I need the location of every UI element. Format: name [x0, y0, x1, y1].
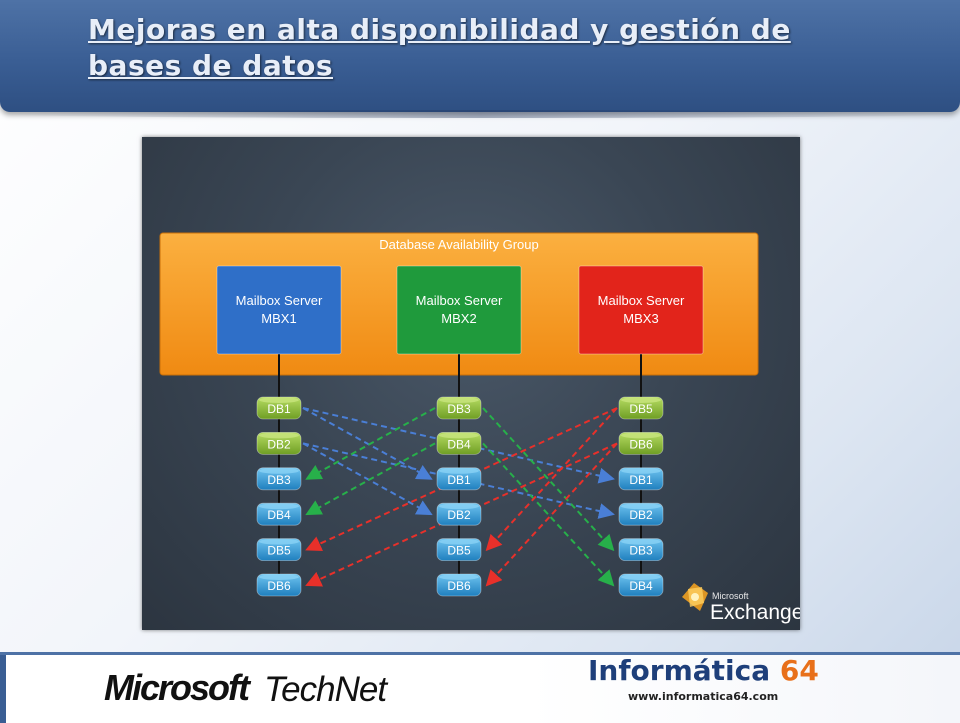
database-db3-col3: DB3	[618, 538, 664, 562]
database-top	[439, 467, 479, 474]
server-name: MBX2	[441, 311, 476, 326]
database-db4-col2: DB4	[436, 431, 482, 455]
replication-arrow-2	[302, 407, 615, 484]
database-top	[259, 432, 299, 439]
slide-title: Mejoras en alta disponibilidad y gestión…	[88, 13, 791, 82]
database-top	[439, 503, 479, 510]
database-db3-col1: DB3	[256, 467, 302, 491]
replication-arrow-7	[305, 442, 436, 516]
database-db6-col2: DB6	[436, 573, 482, 597]
database-top	[621, 574, 661, 580]
replication-arrow-5	[305, 407, 436, 480]
server-label: Mailbox Server	[598, 293, 685, 308]
title-bar: Mejoras en alta disponibilidad y gestión…	[0, 0, 960, 118]
database-top	[621, 397, 661, 403]
server-label: Mailbox Server	[416, 293, 503, 308]
informatica64-logo: Informática 64	[588, 654, 819, 687]
database-top	[439, 432, 479, 439]
database-db6-col1: DB6	[256, 573, 302, 597]
database-top	[439, 397, 479, 403]
database-top	[259, 397, 299, 403]
database-db5-col3: DB5	[618, 396, 664, 420]
server-box	[396, 265, 522, 355]
database-top	[621, 467, 661, 474]
database-label: DB1	[447, 473, 471, 487]
dag-diagram: Database Availability Group Mailbox Serv…	[142, 137, 800, 630]
database-top	[621, 538, 661, 545]
database-top	[259, 503, 299, 510]
database-db1-col1: DB1	[256, 396, 302, 420]
database-label: DB3	[629, 544, 653, 558]
replication-arrow-10	[485, 407, 618, 552]
database-label: DB5	[267, 544, 291, 558]
database-label: DB2	[447, 508, 471, 522]
database-label: DB2	[629, 508, 653, 522]
database-top	[621, 503, 661, 510]
replication-arrow-8	[482, 442, 615, 587]
server-box	[578, 265, 704, 355]
microsoft-logo: Microsoft	[104, 667, 250, 708]
replication-arrow-3	[302, 442, 433, 516]
server-name: MBX1	[261, 311, 296, 326]
dag-label: Database Availability Group	[379, 237, 538, 252]
database-db2-col2: DB2	[436, 502, 482, 526]
database-db1-col3: DB1	[618, 467, 664, 491]
dag-diagram-svg: Database Availability Group Mailbox Serv…	[159, 232, 800, 624]
replication-arrow-12	[485, 442, 618, 587]
database-label: DB1	[267, 402, 291, 416]
database-db6-col3: DB6	[618, 431, 664, 455]
database-label: DB2	[267, 437, 291, 451]
database-label: DB6	[267, 579, 291, 593]
database-top	[621, 432, 661, 439]
partner-url: www.informatica64.com	[628, 690, 779, 703]
database-db3-col2: DB3	[436, 396, 482, 420]
database-db2-col1: DB2	[256, 431, 302, 455]
database-db5-col1: DB5	[256, 538, 302, 562]
exchange-logo: Microsoft Exchange	[682, 583, 800, 624]
database-top	[259, 574, 299, 580]
exchange-brand-big: Exchange	[710, 601, 800, 624]
server-box	[216, 265, 342, 355]
database-db4-col1: DB4	[256, 502, 302, 526]
database-top	[439, 574, 479, 580]
database-label: DB4	[629, 579, 653, 593]
replication-arrow-4	[302, 442, 615, 519]
footer	[0, 652, 960, 723]
server-name: MBX3	[623, 311, 658, 326]
database-label: DB4	[447, 437, 471, 451]
database-db5-col2: DB5	[436, 538, 482, 562]
database-label: DB5	[629, 402, 653, 416]
database-db2-col3: DB2	[618, 502, 664, 526]
database-db4-col3: DB4	[618, 573, 664, 597]
database-label: DB3	[447, 402, 471, 416]
database-top	[259, 538, 299, 545]
database-label: DB5	[447, 544, 471, 558]
exchange-icon	[682, 583, 708, 611]
technet-logo: TechNet	[264, 670, 387, 709]
database-label: DB4	[267, 508, 291, 522]
replication-arrow-6	[482, 407, 615, 552]
database-top	[259, 467, 299, 474]
database-label: DB6	[629, 437, 653, 451]
partner-number: 64	[779, 654, 819, 687]
database-label: DB3	[267, 473, 291, 487]
server-label: Mailbox Server	[236, 293, 323, 308]
database-label: DB1	[629, 473, 653, 487]
database-db1-col2: DB1	[436, 467, 482, 491]
database-top	[439, 538, 479, 545]
database-label: DB6	[447, 579, 471, 593]
replication-arrow-1	[302, 407, 433, 480]
exchange-brand-small: Microsoft	[712, 591, 749, 601]
partner-name: Informática	[588, 654, 771, 687]
